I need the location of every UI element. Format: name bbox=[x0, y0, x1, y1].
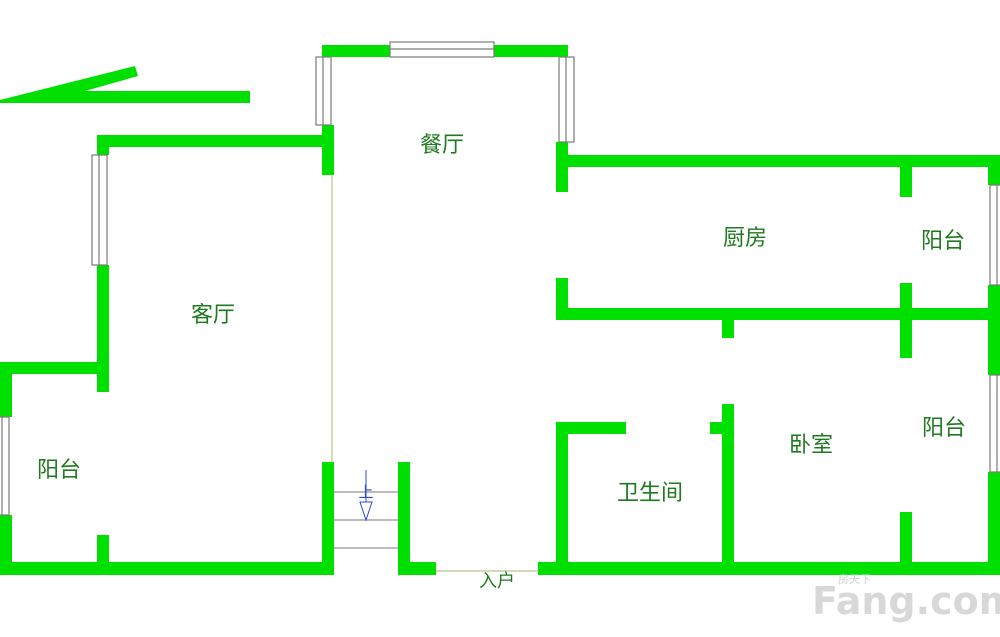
wall-kitchen-balcony-top-stub bbox=[900, 155, 912, 197]
wall-bottom-left bbox=[0, 562, 334, 575]
label-stairs: 上 bbox=[358, 483, 373, 501]
label-living: 客厅 bbox=[191, 303, 235, 328]
label-balcony-bedroom: 阳台 bbox=[922, 416, 966, 441]
wall-balcony-divider-stub bbox=[97, 535, 109, 575]
window-kitchen-balcony-right bbox=[989, 184, 1000, 286]
stairs bbox=[334, 470, 398, 549]
wall-living-left-top bbox=[97, 135, 109, 155]
stairs-arrow-icon bbox=[359, 501, 373, 522]
wall-bathroom-top bbox=[556, 422, 626, 434]
wall-bathroom-right bbox=[722, 404, 734, 575]
wall-balcony-left-side-top bbox=[0, 362, 12, 417]
wall-kitchen-balcony-bottom-stub bbox=[900, 283, 912, 358]
wall-right-kitchen bbox=[988, 155, 1000, 185]
label-bathroom: 卫生间 bbox=[617, 481, 683, 506]
windows bbox=[0, 41, 1000, 516]
wall-dining-left-upper bbox=[322, 45, 334, 57]
window-bedroom-balcony-right bbox=[989, 374, 1000, 473]
label-dining: 餐厅 bbox=[420, 133, 464, 158]
wall-bathroom-left bbox=[556, 422, 568, 575]
label-balcony-left: 阳台 bbox=[37, 458, 81, 483]
wall-bottom-entry-left bbox=[398, 562, 436, 575]
wall-bedroom-top-stub bbox=[722, 308, 734, 338]
wall-dining-right-upper bbox=[556, 45, 568, 57]
wall-dining-top-right bbox=[494, 45, 568, 57]
wall-kitchen-top bbox=[556, 155, 1000, 167]
label-entrance: 入户 bbox=[479, 571, 515, 592]
label-balcony-kitchen: 阳台 bbox=[921, 229, 965, 254]
wall-bottom-right bbox=[538, 562, 1000, 575]
wall-living-step bbox=[0, 362, 109, 374]
watermark-logo: 房天下 Fang.com bbox=[812, 573, 1000, 623]
wall-bathroom-right-nub bbox=[710, 422, 726, 434]
watermark-small-text: 房天下 bbox=[838, 573, 871, 586]
watermark-brand-text: Fang.com bbox=[812, 579, 1000, 623]
wall-dining-left-lower bbox=[322, 125, 334, 175]
wall-living-right-lower bbox=[322, 462, 334, 575]
north-arrow-icon bbox=[0, 66, 250, 103]
wall-right-bottom bbox=[988, 472, 1000, 575]
wall-right-middle bbox=[988, 285, 1000, 375]
wall-bedroom-balcony-stub bbox=[900, 512, 912, 575]
wall-balcony-left-side-bottom bbox=[0, 515, 12, 575]
window-balcony-left bbox=[0, 416, 10, 516]
walls bbox=[0, 45, 1000, 575]
wall-stair-right bbox=[398, 462, 410, 575]
wall-living-top bbox=[97, 135, 334, 147]
label-kitchen: 厨房 bbox=[723, 226, 767, 251]
wall-kitchen-left-stub bbox=[556, 155, 568, 192]
wall-kitchen-bottom bbox=[556, 308, 1000, 320]
wall-dining-top-left bbox=[322, 45, 390, 57]
wall-living-left-lower bbox=[97, 265, 109, 392]
label-bedroom: 卧室 bbox=[789, 433, 833, 458]
